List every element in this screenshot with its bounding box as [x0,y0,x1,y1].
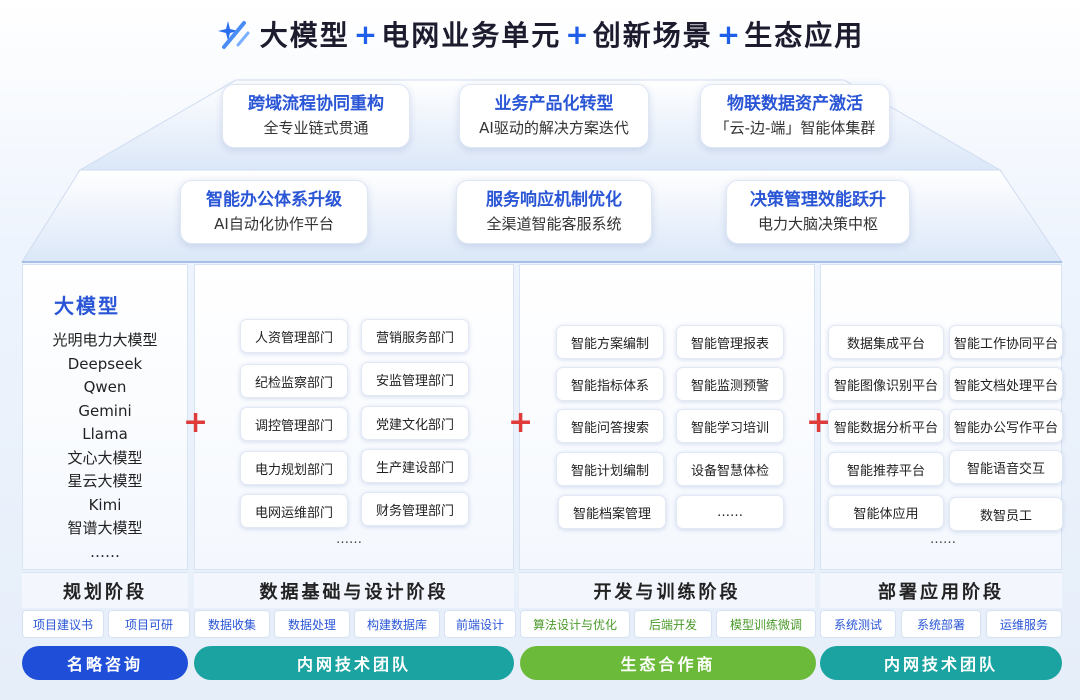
stage-deployment: 部署应用阶段 [820,572,1062,608]
plus-sign-2: + [508,405,534,440]
task-item: 算法设计与优化 [520,610,630,638]
scenario-subtitle: 全专业链式贯通 [263,119,369,137]
platform-item: 智能办公写作平台 [949,409,1063,443]
scenario-title: 物联数据资产激活 [727,94,863,114]
dept-item: 电力规划部门 [240,451,348,485]
plus-sign-3: + [806,405,832,440]
platform-item: 智能体应用 [828,495,944,529]
model-item: 星云大模型 [67,472,143,490]
title-part-scene: 创新场景 [592,19,713,52]
scenario-title: 业务产品化转型 [494,94,614,114]
task-item: 后端开发 [634,610,712,638]
platform-item: 数智员工 [949,497,1063,531]
app-item: 智能学习培训 [676,409,784,443]
task-item: 系统测试 [820,610,896,638]
model-item: Llama [82,425,128,443]
platform-item: 智能图像识别平台 [828,367,944,401]
title-part-eco: 生态应用 [744,19,865,52]
app-item: 智能监测预警 [676,367,784,401]
stage-planning: 规划阶段 [22,572,188,608]
model-item: Deepseek [67,354,143,373]
model-item: Gemini [78,401,132,420]
scenario-title: 智能办公体系升级 [206,190,342,210]
scenario-subtitle: AI自动化协作平台 [214,215,334,233]
dept-item: 人资管理部门 [240,319,348,353]
scenario-subtitle: AI驱动的解决方案迭代 [479,119,629,137]
platform-item: 数据集成平台 [828,325,944,359]
platform-item: 智能文档处理平台 [949,367,1063,401]
platform-item: 智能语音交互 [949,450,1063,484]
platform-more: …… [930,532,956,547]
dept-item: 党建文化部门 [361,406,469,440]
dept-item: 财务管理部门 [361,492,469,526]
scenario-card-decision: 决策管理效能跃升 电力大脑决策中枢 [726,180,910,244]
platform-item: 智能数据分析平台 [828,409,944,443]
team-intranet-tech-1: 内网技术团队 [194,646,514,680]
scenario-card-iot-data: 物联数据资产激活 「云-边-端」智能体集群 [700,84,890,148]
model-item: Kimi [88,495,122,514]
stage-dev-training: 开发与训练阶段 [519,572,815,608]
model-item: …… [90,542,120,561]
platform-item: 智能工作协同平台 [949,325,1063,359]
task-item: 项目可研 [108,610,190,638]
column-models [22,264,188,570]
models-list: 光明电力大模型 Deepseek Qwen Gemini Llama 文心大模型… [22,329,188,564]
dept-more: …… [336,532,362,547]
scenario-title: 跨域流程协同重构 [248,94,384,114]
team-intranet-tech-2: 内网技术团队 [820,646,1062,680]
scenario-subtitle: 电力大脑决策中枢 [757,215,878,233]
dept-item: 纪检监察部门 [240,364,348,398]
scenario-title: 服务响应机制优化 [486,190,622,210]
task-item: 数据处理 [274,610,350,638]
scenario-card-smart-office: 智能办公体系升级 AI自动化协作平台 [180,180,368,244]
plus-sign-1: + [183,405,209,440]
title-plus-1: + [353,17,378,51]
dept-item: 电网运维部门 [240,494,348,528]
app-item: 智能问答搜索 [556,409,664,443]
dept-item: 营销服务部门 [361,319,469,353]
model-item: 智谱大模型 [67,519,143,537]
platform-item: 智能推荐平台 [828,452,944,486]
title-plus-2: + [565,17,589,51]
model-item: Qwen [83,378,127,396]
task-item: 项目建议书 [22,610,104,638]
app-item: …… [676,495,784,529]
title-part-grid: 电网业务单元 [381,19,562,52]
scenario-subtitle: 「云-边-端」智能体集群 [714,119,876,137]
dept-item: 生产建设部门 [361,449,469,483]
task-item: 构建数据库 [354,610,440,638]
app-item: 智能指标体系 [556,367,664,401]
app-item: 设备智慧体检 [676,452,784,486]
dept-item: 调控管理部门 [240,407,348,441]
task-item: 前端设计 [444,610,516,638]
dept-item: 安监管理部门 [361,362,469,396]
model-item: 光明电力大模型 [52,331,158,349]
task-item: 系统部署 [901,610,981,638]
scenario-card-cross-domain: 跨域流程协同重构 全专业链式贯通 [222,84,410,148]
scenario-title: 决策管理效能跃升 [750,190,886,210]
app-item: 智能计划编制 [556,452,664,486]
task-item: 模型训练微调 [716,610,816,638]
app-item: 智能方案编制 [556,325,664,359]
title-plus-3: + [716,17,741,51]
team-eco-partners: 生态合作商 [520,646,816,680]
scenario-card-productization: 业务产品化转型 AI驱动的解决方案迭代 [459,84,649,148]
sparkle-logo-icon [217,21,250,49]
page-title: 大模型 + 电网业务单元 + 创新场景 + 生态应用 [0,12,1080,56]
team-consulting: 名略咨询 [22,646,188,680]
app-item: 智能管理报表 [676,325,784,359]
app-item: 智能档案管理 [558,495,666,529]
scenario-card-service-response: 服务响应机制优化 全渠道智能客服系统 [456,180,652,244]
title-part-model: 大模型 [259,19,350,52]
task-item: 数据收集 [194,610,270,638]
model-item: 文心大模型 [67,448,143,467]
scenario-subtitle: 全渠道智能客服系统 [486,215,622,233]
task-item: 运维服务 [986,610,1062,638]
stage-data-design: 数据基础与设计阶段 [194,572,514,608]
models-title: 大模型 [54,294,120,318]
